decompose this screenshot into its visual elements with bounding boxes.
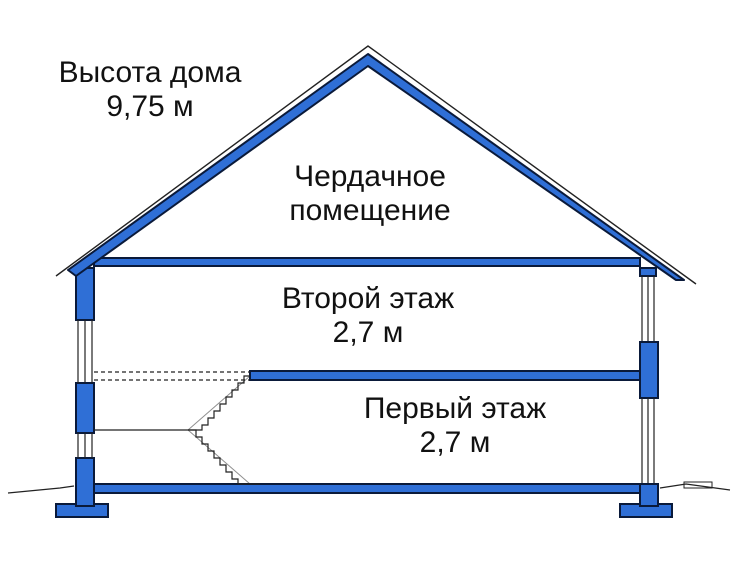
attic-floor-slab xyxy=(93,257,641,267)
first-floor-label: Первый этаж 2,7 м xyxy=(330,392,580,459)
second-floor-height: 2,7 м xyxy=(332,315,404,349)
ground-floor-slab xyxy=(91,483,643,494)
staircase-upper-flight xyxy=(188,375,250,431)
left-wall-segment-2 xyxy=(75,382,95,434)
second-floor-slab xyxy=(249,370,641,381)
left-window-upper xyxy=(77,320,93,383)
staircase-stringer xyxy=(187,375,251,431)
first-floor-title: Первый этаж xyxy=(363,392,547,425)
first-floor-height: 2,7 м xyxy=(419,425,491,459)
attic-label: Чердачное помещение xyxy=(250,160,490,227)
house-height-title: Высота дома xyxy=(58,56,242,89)
right-window-upper xyxy=(641,276,655,342)
left-wall-segment-1 xyxy=(75,267,95,321)
attic-label-line2: помещение xyxy=(289,193,451,227)
roof-outline xyxy=(55,45,697,285)
ground-line-left xyxy=(7,485,75,494)
ground-step-right xyxy=(683,481,713,489)
house-height-label: Высота дома 9,75 м xyxy=(30,56,270,123)
ground-line-right xyxy=(659,483,731,491)
staircase-stringer-lower xyxy=(187,429,251,485)
second-floor-title: Второй этаж xyxy=(281,282,455,315)
staircase-lower-flight xyxy=(188,429,260,485)
second-floor-label: Второй этаж 2,7 м xyxy=(238,282,498,349)
right-window-lower xyxy=(641,398,655,484)
right-wall-segment-bottom xyxy=(639,483,659,507)
left-wall-segment-3 xyxy=(75,457,95,507)
left-window-lower xyxy=(77,433,93,458)
house-height-value: 9,75 м xyxy=(106,89,194,123)
attic-label-line1: Чердачное xyxy=(294,160,446,193)
right-wall-segment-mid xyxy=(639,341,659,399)
right-wall-top xyxy=(639,267,657,277)
roof xyxy=(67,53,685,281)
